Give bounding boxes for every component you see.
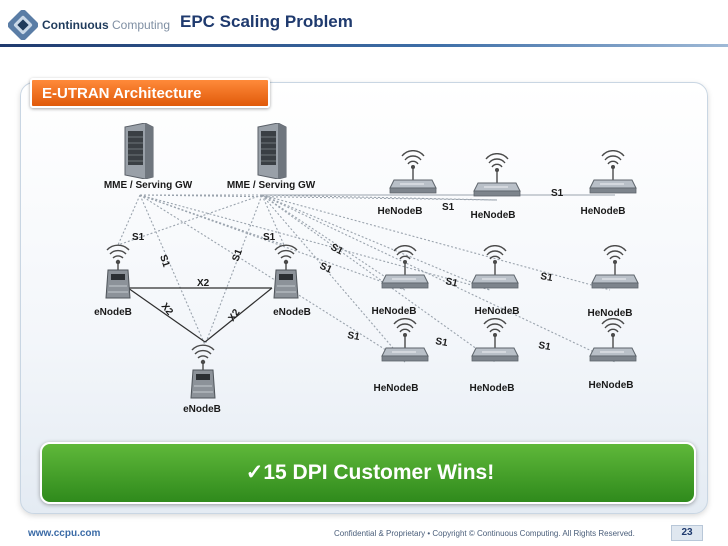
x2-label: X2 [226, 307, 242, 324]
mme-label: MME / Serving GW [104, 180, 193, 191]
henodeb-node-5: HeNodeB [471, 245, 520, 317]
henodeb-label: HeNodeB [474, 306, 519, 317]
interface-labels: S1 S1 S1 S1 S1 S1 S1 S1 S1 S1 S1 S1 S1 X… [132, 188, 564, 353]
s1-label: S1 [537, 340, 551, 353]
henodeb-label: HeNodeB [469, 383, 514, 394]
enodeb-node-3: eNodeB [183, 344, 221, 415]
henodeb-node-2: HeNodeB [470, 153, 521, 221]
henodeb-label: HeNodeB [580, 206, 625, 217]
femtocell-icon [591, 245, 639, 289]
s1-label: S1 [442, 202, 455, 213]
henodeb-label: HeNodeB [373, 383, 418, 394]
henodeb-node-8: HeNodeB [469, 318, 519, 394]
femtocell-icon [381, 245, 429, 289]
henodeb-label: HeNodeB [470, 210, 515, 221]
femtocell-icon [589, 150, 637, 194]
mme-node-2: MME / Serving GW [227, 123, 316, 191]
section-tab: E-UTRAN Architecture [30, 78, 270, 108]
footer-website-link[interactable]: www.ccpu.com [28, 528, 101, 539]
banner-text: ✓15 DPI Customer Wins! [245, 461, 495, 484]
henodeb-node-3: HeNodeB [580, 150, 637, 217]
footer-copyright: Confidential & Proprietary • Copyright ©… [334, 529, 635, 538]
s1-links-henodeb [139, 194, 616, 363]
femtocell-icon [589, 318, 637, 362]
s1-label: S1 [157, 254, 171, 269]
server-icon [124, 123, 154, 179]
femtocell-icon [381, 318, 429, 362]
henodeb-node-9: HeNodeB [588, 318, 637, 391]
slide-header: Continuous Computing EPC Scaling Problem [0, 0, 728, 52]
s1-label: S1 [230, 247, 245, 263]
continuous-computing-logo-icon [8, 10, 38, 40]
femtocell-icon [473, 153, 521, 197]
page-number: 23 [671, 525, 703, 541]
s1-links-enodeb [117, 194, 285, 346]
henodeb-node-1: HeNodeB [377, 150, 437, 217]
s1-label: S1 [551, 188, 564, 199]
s1-label: S1 [132, 232, 145, 243]
mme-node-1: MME / Serving GW [104, 123, 193, 191]
header-divider [0, 44, 728, 47]
henodeb-label: HeNodeB [587, 308, 632, 319]
cell-tower-icon [105, 244, 131, 299]
mme-label: MME / Serving GW [227, 180, 316, 191]
enodeb-node-1: eNodeB [94, 244, 132, 318]
henodeb-label: HeNodeB [588, 380, 633, 391]
s1-label: S1 [263, 232, 276, 243]
s1-label: S1 [434, 336, 448, 349]
femtocell-icon [471, 318, 519, 362]
s1-label: S1 [444, 276, 459, 289]
henodeb-node-7: HeNodeB [373, 318, 429, 394]
x2-label: X2 [197, 278, 210, 289]
femtocell-icon [389, 150, 437, 194]
customer-wins-banner: ✓15 DPI Customer Wins! [40, 442, 696, 504]
henodeb-label: HeNodeB [377, 206, 422, 217]
cell-tower-icon [190, 344, 216, 399]
enodeb-label: eNodeB [183, 404, 221, 415]
s1-label: S1 [346, 330, 360, 343]
x2-label: X2 [159, 301, 175, 318]
cell-tower-icon [273, 244, 299, 299]
s1-label: S1 [318, 261, 334, 276]
enodeb-label: eNodeB [94, 307, 132, 318]
company-logo-text: Continuous Computing [42, 18, 171, 32]
enodeb-node-2: eNodeB [273, 244, 311, 318]
s1-label: S1 [329, 242, 345, 258]
slide-title: EPC Scaling Problem [180, 12, 353, 31]
server-icon [257, 123, 287, 179]
henodeb-node-6: HeNodeB [587, 245, 639, 319]
henodeb-node-4: HeNodeB [371, 245, 429, 317]
enodeb-label: eNodeB [273, 307, 311, 318]
femtocell-icon [471, 245, 519, 289]
s1-label: S1 [539, 271, 553, 284]
henodeb-label: HeNodeB [371, 306, 416, 317]
x2-links [127, 287, 273, 343]
